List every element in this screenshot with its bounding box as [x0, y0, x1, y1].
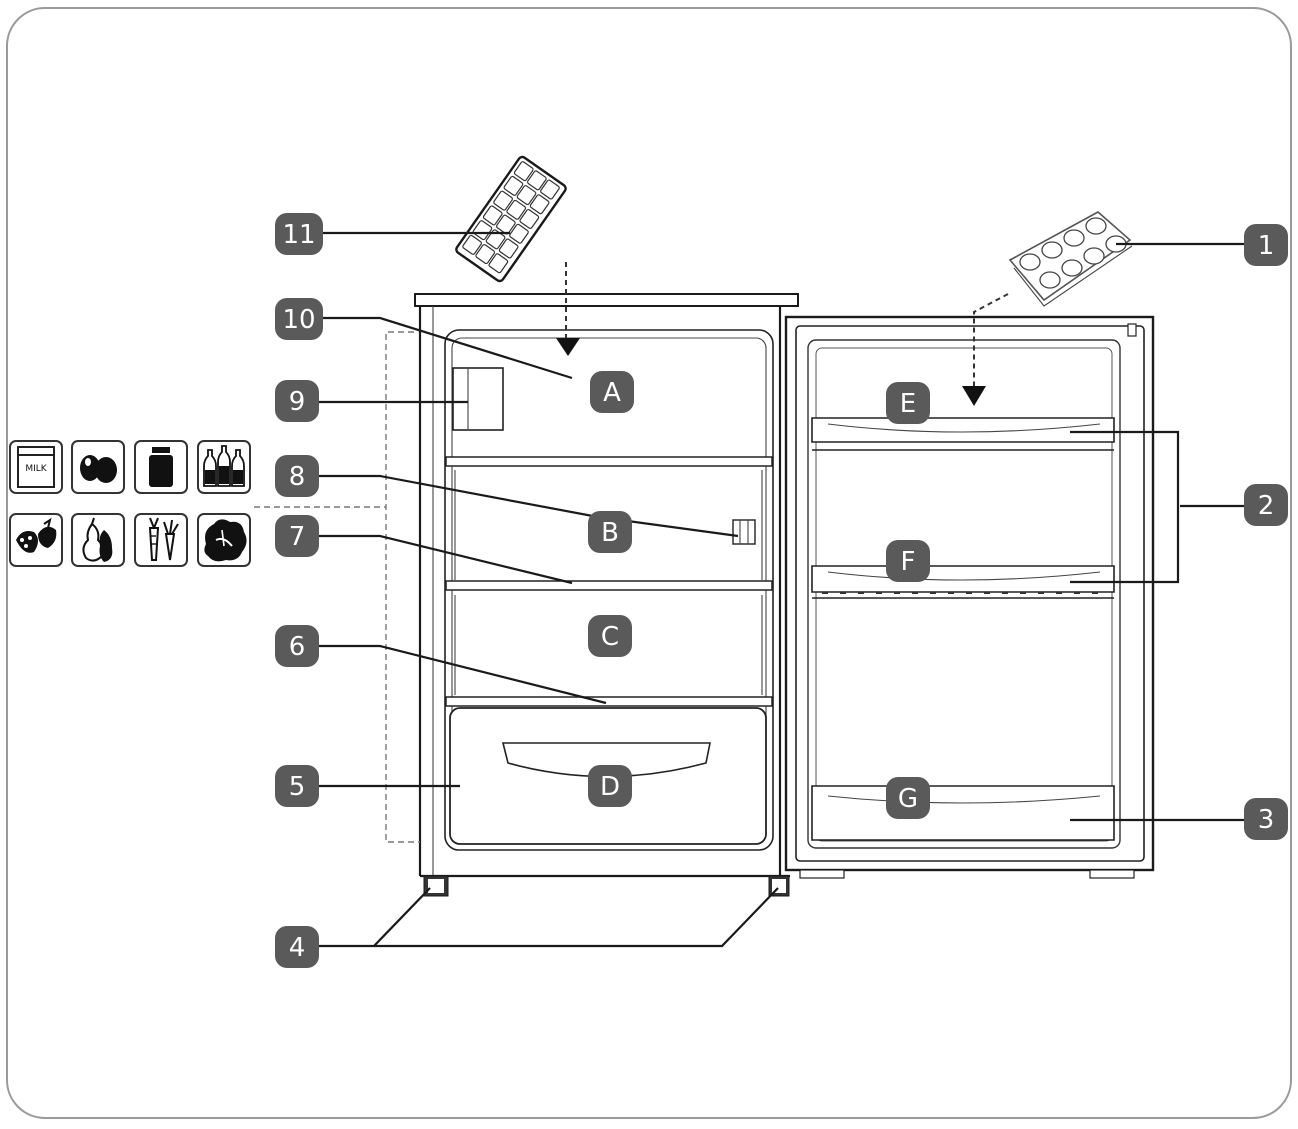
svg-text:C: C	[601, 622, 619, 652]
eggs-icon	[71, 440, 125, 494]
berries-icon	[9, 513, 63, 567]
egg-tray	[1008, 211, 1133, 307]
ice-cube-cell	[516, 185, 537, 206]
milk-carton-icon: MILK	[9, 440, 63, 494]
callout-9: 9	[275, 380, 319, 422]
egg-cup	[1041, 241, 1063, 259]
callout-4: 4	[275, 926, 319, 968]
svg-text:E: E	[900, 389, 916, 419]
svg-text:8: 8	[289, 462, 306, 492]
leader-lines	[316, 231, 1244, 948]
svg-text:9: 9	[289, 387, 306, 417]
callout-7: 7	[275, 515, 319, 557]
svg-text:4: 4	[289, 933, 306, 963]
callout-6: 6	[275, 625, 319, 667]
svg-text:5: 5	[289, 772, 306, 802]
bottles-icon	[197, 440, 251, 494]
ice-cube-cell	[475, 244, 496, 265]
zone-d: D	[588, 765, 632, 807]
zone-f: F	[886, 540, 930, 582]
svg-text:11: 11	[282, 220, 315, 250]
callout-11: 11	[275, 213, 323, 255]
milk-label: MILK	[25, 464, 47, 474]
pear-icon	[71, 513, 125, 567]
ice-cube-cell	[513, 161, 534, 182]
zone-c: C	[588, 615, 632, 657]
glass-shelf-bottom	[445, 696, 773, 707]
callout-1: 1	[1244, 224, 1288, 266]
zone-e: E	[886, 382, 930, 424]
ice-cube-cell	[509, 223, 529, 244]
ice-cube-cell	[493, 190, 513, 211]
egg-cup	[1039, 271, 1061, 289]
glass-shelf-middle	[445, 580, 773, 591]
carrot-icon	[134, 513, 188, 567]
ice-cube-cell	[488, 253, 509, 274]
fridge-door	[784, 315, 1155, 879]
door-shelf-middle	[811, 565, 1115, 593]
svg-text:6: 6	[289, 632, 306, 662]
callout-3: 3	[1244, 798, 1288, 840]
callout-10: 10	[275, 298, 323, 340]
callout-8: 8	[275, 455, 319, 497]
ice-cube-cell	[462, 234, 482, 255]
zone-a: A	[590, 371, 634, 413]
storage-zone-bracket	[385, 331, 420, 843]
zone-b: B	[588, 511, 632, 553]
callout-2: 2	[1244, 484, 1288, 526]
ice-cube-cell	[519, 209, 540, 229]
ice-cube-cell	[529, 194, 550, 215]
svg-text:B: B	[601, 518, 619, 548]
glass-shelf-top	[445, 456, 773, 467]
svg-text:A: A	[603, 378, 621, 408]
egg-cup	[1019, 253, 1041, 271]
ice-cube-tray	[455, 155, 567, 283]
egg-cup	[1061, 259, 1083, 277]
door-shelf-bottle	[811, 785, 1115, 841]
svg-text:D: D	[600, 772, 620, 802]
egg-tray-arrow-line	[973, 293, 1009, 386]
egg-tray-arrow-head	[962, 386, 986, 406]
jar-icon	[134, 440, 188, 494]
svg-text:2: 2	[1258, 491, 1275, 521]
zone-g: G	[886, 777, 930, 819]
egg-cup	[1083, 247, 1105, 265]
ice-cube-cell	[527, 170, 547, 191]
door-latch	[732, 519, 756, 545]
ice-cube-cell	[482, 205, 503, 226]
svg-text:1: 1	[1258, 231, 1275, 261]
svg-text:7: 7	[289, 522, 306, 552]
door-shelf-upper	[811, 417, 1115, 443]
thermostat-box	[452, 367, 504, 431]
ice-cube-cell	[503, 175, 524, 196]
egg-cup	[1085, 217, 1107, 235]
egg-cup	[1063, 229, 1085, 247]
ice-tray-arrow-head	[556, 338, 580, 356]
svg-text:10: 10	[282, 305, 315, 335]
svg-text:F: F	[901, 547, 916, 577]
svg-text:3: 3	[1258, 805, 1275, 835]
ice-cube-cell	[498, 238, 519, 259]
lettuce-icon	[197, 513, 251, 567]
ice-cube-cell	[496, 214, 516, 235]
ice-cube-cell	[540, 179, 560, 200]
ice-cube-cell	[506, 199, 527, 220]
svg-text:G: G	[898, 784, 918, 814]
ice-cube-cell	[472, 220, 493, 241]
callout-5: 5	[275, 765, 319, 807]
